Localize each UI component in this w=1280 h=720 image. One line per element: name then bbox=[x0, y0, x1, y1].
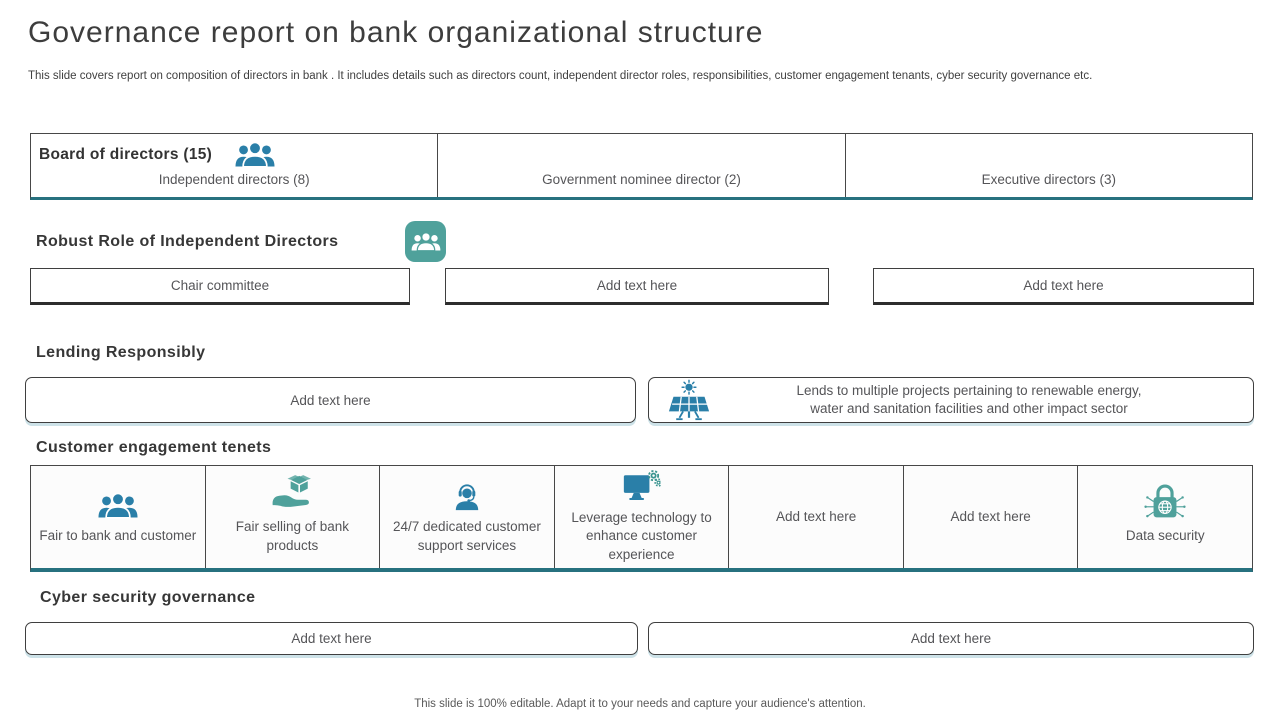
lending-text-line2: water and sanitation facilities and othe… bbox=[810, 401, 1128, 416]
lending-text-line1: Lends to multiple projects pertaining to… bbox=[796, 383, 1142, 398]
engagement-cell-label: 24/7 dedicated customer support services bbox=[393, 519, 541, 553]
cyber-heading: Cyber security governance bbox=[40, 589, 256, 606]
lending-renewable-box: Lends to multiple projects pertaining to… bbox=[648, 377, 1254, 423]
engagement-cell-technology: Leverage technology to enhance customer … bbox=[553, 466, 729, 568]
engagement-cell-label: Data security bbox=[1125, 528, 1205, 544]
engagement-cell-placeholder[interactable]: Add text here bbox=[728, 466, 903, 568]
board-cell-independent: Board of directors (15) Independent dire… bbox=[31, 134, 437, 197]
board-cell-executive: Executive directors (3) bbox=[844, 134, 1252, 197]
add-text-placeholder-box[interactable]: Add text here bbox=[873, 268, 1254, 305]
technology-monitor-icon bbox=[623, 470, 661, 502]
lending-renewable-text: Lends to multiple projects pertaining to… bbox=[711, 382, 1253, 418]
add-text-placeholder-box[interactable]: Add text here bbox=[648, 622, 1254, 655]
engagement-cell-placeholder[interactable]: Add text here bbox=[902, 466, 1078, 568]
slide-subtitle: This slide covers report on composition … bbox=[28, 70, 1093, 82]
support-agent-icon bbox=[451, 479, 483, 511]
people-group-icon bbox=[97, 488, 139, 520]
engagement-cell-label: Leverage technology to enhance customer … bbox=[571, 510, 712, 562]
board-cell-label: Independent directors (8) bbox=[158, 172, 310, 187]
board-title: Board of directors (15) bbox=[39, 145, 213, 163]
engagement-cell-fair-to-bank: Fair to bank and customer bbox=[31, 466, 205, 568]
engagement-cell-label: Add text here bbox=[775, 508, 857, 524]
lending-heading: Lending Responsibly bbox=[36, 344, 206, 361]
board-header: Board of directors (15) bbox=[31, 134, 437, 168]
robust-role-heading: Robust Role of Independent Directors bbox=[36, 233, 339, 250]
engagement-cell-label: Add text here bbox=[950, 508, 1031, 524]
engagement-cell-fair-selling: Fair selling of bank products bbox=[204, 466, 380, 568]
engagement-cell-data-security: Data security bbox=[1077, 466, 1252, 568]
data-security-lock-icon bbox=[1141, 488, 1189, 520]
robust-role-row: Chair committee Add text here Add text h… bbox=[30, 268, 1254, 305]
engagement-cell-label: Fair selling of bank products bbox=[235, 519, 350, 553]
add-text-placeholder-box[interactable]: Add text here bbox=[445, 268, 829, 305]
people-group-icon bbox=[232, 141, 278, 169]
chair-committee-box[interactable]: Chair committee bbox=[30, 268, 410, 305]
people-group-badge-icon bbox=[405, 221, 446, 262]
board-of-directors-box: Board of directors (15) Independent dire… bbox=[30, 133, 1253, 200]
customer-engagement-row: Fair to bank and customer Fair selling o… bbox=[30, 465, 1253, 572]
engagement-cell-label: Fair to bank and customer bbox=[39, 528, 197, 544]
engagement-cell-support: 24/7 dedicated customer support services bbox=[379, 466, 554, 568]
add-text-placeholder-box[interactable]: Add text here bbox=[25, 622, 638, 655]
page-title: Governance report on bank organizational… bbox=[28, 16, 764, 49]
board-cell-label: Executive directors (3) bbox=[981, 172, 1116, 187]
people-group-icon bbox=[411, 231, 441, 253]
add-text-placeholder-box[interactable]: Add text here bbox=[25, 377, 636, 423]
slide-footer-note: This slide is 100% editable. Adapt it to… bbox=[414, 698, 866, 710]
hand-product-icon bbox=[271, 479, 313, 511]
board-cell-government: Government nominee director (2) bbox=[437, 134, 844, 197]
board-cell-label: Government nominee director (2) bbox=[542, 172, 741, 187]
solar-panel-icon bbox=[667, 379, 711, 421]
engagement-heading: Customer engagement tenets bbox=[36, 439, 272, 456]
